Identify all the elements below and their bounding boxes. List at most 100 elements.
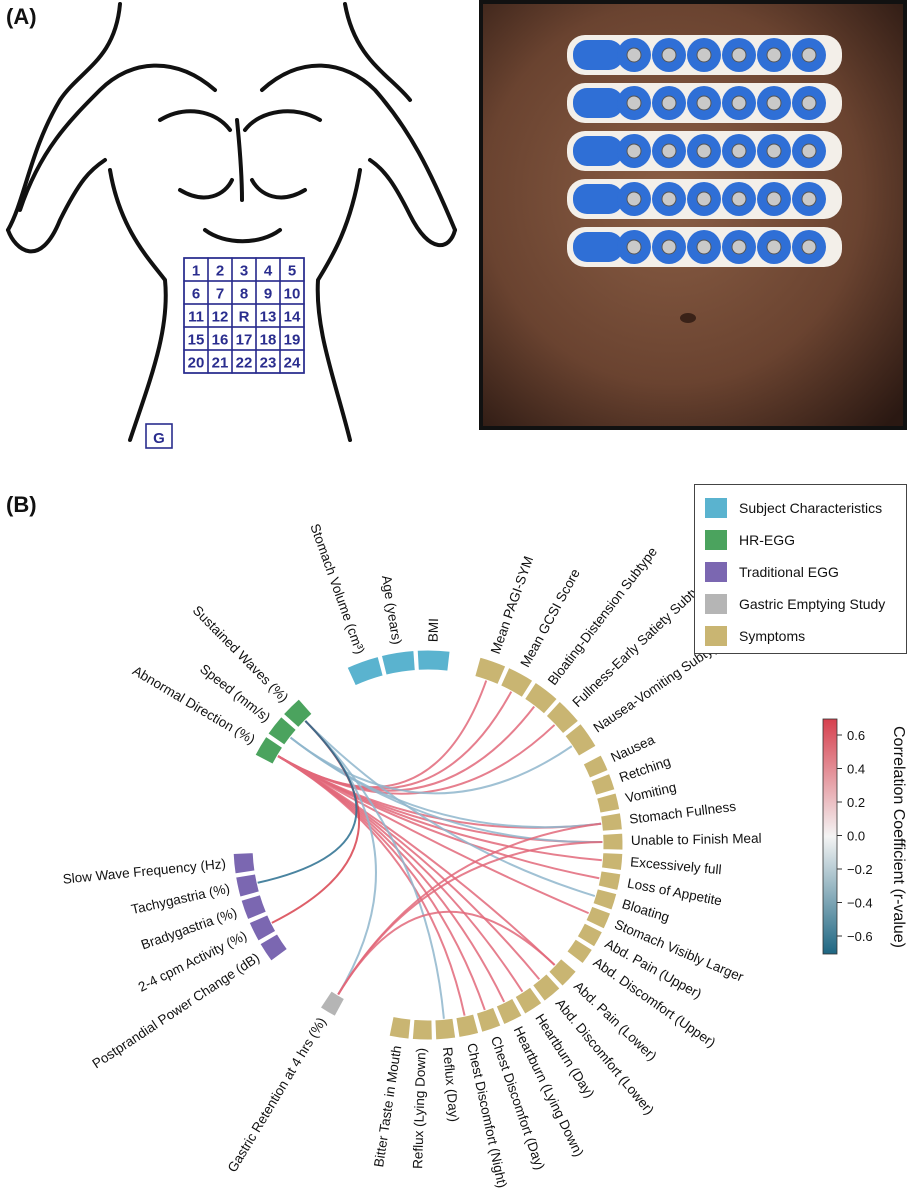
chord-node-arc	[600, 852, 624, 872]
colorbar-tick-label: 0.0	[847, 829, 865, 844]
legend-swatch	[705, 562, 727, 582]
correlation-chord	[337, 910, 556, 996]
electrode-number: 19	[284, 332, 301, 349]
electrode-snap	[696, 47, 712, 63]
legend-item: Traditional EGG	[705, 561, 839, 583]
chord-node-arc	[259, 933, 289, 962]
chord-node-label: Slow Wave Frequency (Hz)	[62, 856, 226, 887]
electrode-snap	[731, 95, 747, 111]
legend-label: Symptoms	[739, 628, 806, 644]
chord-node-label: BMI	[425, 618, 441, 642]
chord-node-arc	[592, 888, 618, 911]
chord-node-arc	[523, 681, 558, 715]
electrode-snap	[661, 95, 677, 111]
electrode-snap	[661, 143, 677, 159]
electrode-number: 12	[212, 309, 229, 326]
electrode-number: 9	[264, 286, 272, 303]
electrode-number: 1	[192, 263, 200, 280]
electrode-snap	[731, 191, 747, 207]
electrode-snap	[626, 95, 642, 111]
colorbar-tick-label: −0.6	[847, 929, 873, 944]
legend-label: Gastric Emptying Study	[739, 596, 886, 612]
chord-node-arc	[346, 655, 384, 687]
chord-node-arc	[566, 938, 594, 965]
electrode-snap	[626, 143, 642, 159]
chord-node-label: Reflux (Lying Down)	[410, 1048, 429, 1169]
electrode-number: 7	[216, 286, 224, 303]
electrode-cell	[279, 349, 305, 374]
electrode-snap	[801, 95, 817, 111]
electrode-number: R	[239, 309, 250, 326]
chord-node-label: Vomiting	[624, 779, 678, 805]
chord-node-arc	[267, 715, 297, 746]
electrode-snap	[766, 95, 782, 111]
legend-item: Subject Characteristics	[705, 497, 882, 519]
navel	[680, 313, 696, 323]
electrode-number: 6	[192, 286, 200, 303]
chord-node-label: Reflux (Day)	[440, 1046, 462, 1122]
chord-node-arc	[232, 852, 256, 875]
chord-node-arc	[602, 832, 624, 851]
electrode-number: 23	[260, 355, 277, 372]
legend-label: Subject Characteristics	[739, 500, 883, 516]
electrode-snap	[766, 47, 782, 63]
colorbar-title: Correlation Coefficient (r-value)	[890, 725, 907, 948]
electrode-snap	[731, 143, 747, 159]
electrode-number: 8	[240, 286, 248, 303]
chord-node-arc	[474, 656, 507, 686]
electrode-snap	[801, 143, 817, 159]
chord-node-label: Unable to Finish Meal	[631, 831, 762, 848]
chord-node-arc	[582, 754, 609, 779]
electrode-snap	[696, 95, 712, 111]
legend-swatch	[705, 626, 727, 646]
colorbar-tick-label: 0.2	[847, 795, 865, 810]
electrode-snap	[696, 191, 712, 207]
electrode-number: 21	[212, 355, 229, 372]
correlation-chord	[270, 719, 361, 924]
ground-electrode	[145, 423, 173, 449]
electrode-snap	[766, 191, 782, 207]
colorbar-tick-label: −0.4	[847, 896, 873, 911]
legend-swatch	[705, 530, 727, 550]
chord-node-arc	[235, 873, 260, 898]
electrode-number: 17	[236, 332, 253, 349]
correlation-chord	[304, 719, 596, 898]
electrode-array-photo	[479, 0, 907, 430]
legend-item: Symptoms	[705, 625, 805, 647]
strip-tab	[573, 184, 623, 214]
chord-node-arc	[600, 812, 623, 832]
legend-swatch	[705, 498, 727, 518]
electrode-snap	[661, 47, 677, 63]
chord-node-arc	[499, 666, 534, 699]
correlation-chord	[289, 736, 603, 843]
chord-node-arc	[319, 990, 346, 1018]
chord-node-arc	[380, 649, 416, 676]
legend-label: HR-EGG	[739, 532, 795, 548]
chord-node-arc	[248, 914, 277, 942]
electrode-number: 3	[240, 263, 248, 280]
colorbar	[822, 718, 838, 955]
correlation-chord	[276, 754, 590, 915]
chord-node-label: Bitter Taste in Mouth	[371, 1044, 404, 1168]
chord-node-label: Gastric Retention at 4 hrs (%)	[225, 1015, 329, 1175]
electrode-snap	[801, 239, 817, 255]
chord-node-arc	[434, 1017, 457, 1041]
electrode-number: 22	[236, 355, 253, 372]
electrode-snap	[731, 47, 747, 63]
electrode-number: 24	[284, 355, 301, 372]
correlation-chord	[276, 754, 602, 829]
legend-item: Gastric Emptying Study	[705, 593, 885, 615]
electrode-number: 16	[212, 332, 229, 349]
electrode-snap	[661, 239, 677, 255]
chord-node-arc	[597, 870, 622, 892]
colorbar-tick-label: 0.4	[847, 762, 865, 777]
strip-tab	[573, 136, 623, 166]
chord-node-arc	[596, 792, 621, 814]
electrode-snap	[801, 47, 817, 63]
electrode-snap	[626, 47, 642, 63]
electrode-number: 5	[288, 263, 296, 280]
ground-label: G	[153, 430, 165, 447]
electrode-snap	[766, 143, 782, 159]
